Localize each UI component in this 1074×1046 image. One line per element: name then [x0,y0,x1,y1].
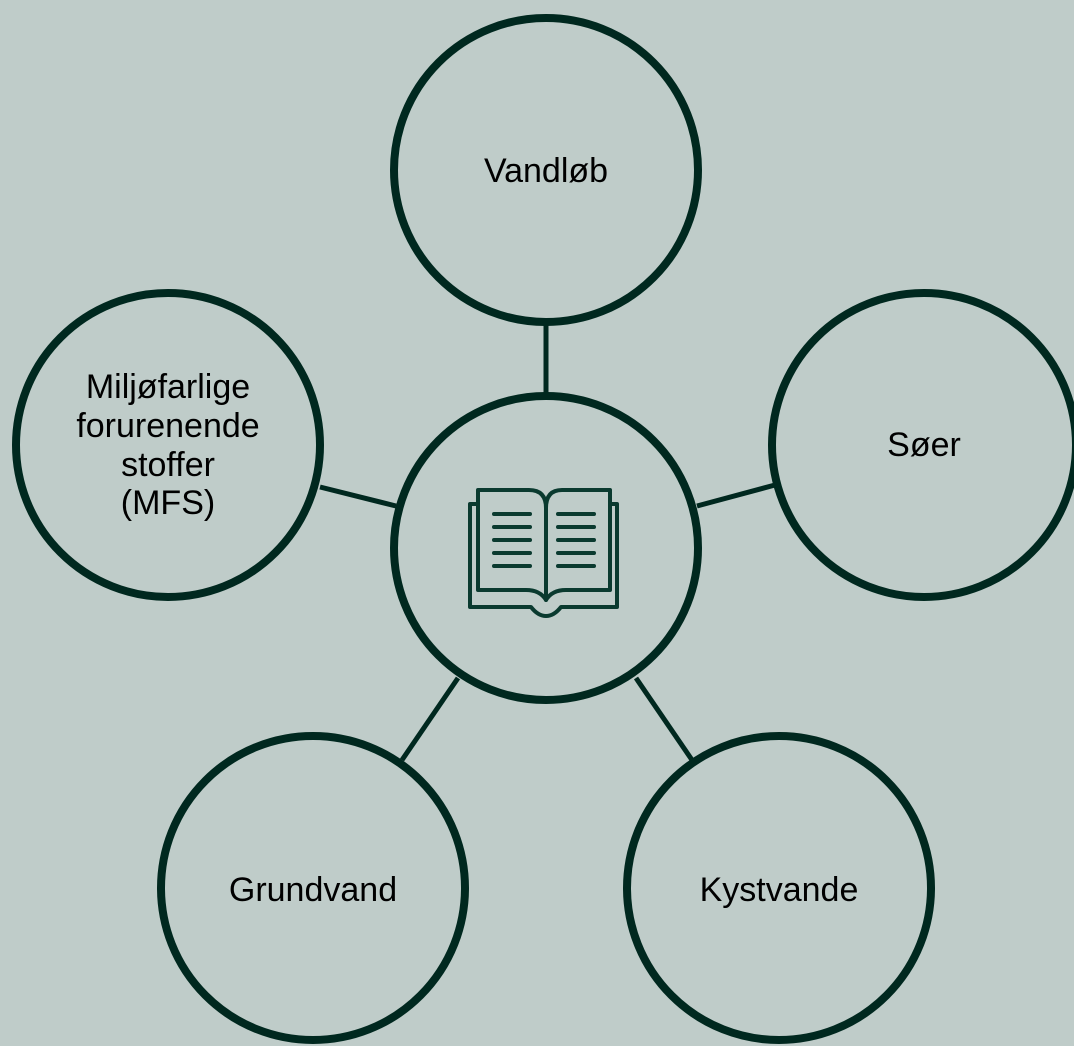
label-mfs-line-1: Miljøfarlige [86,368,250,406]
label-vandlob: Vandløb [484,152,608,190]
connector-bottom-left [399,676,461,762]
connector-bottom-right [633,676,695,762]
node-soer [768,289,1074,601]
label-mfs-line-3: stoffer [121,446,215,484]
label-mfs-line-4: (MFS) [121,484,215,522]
label-kystvande: Kystvande [700,871,859,909]
open-book-icon [468,488,619,618]
node-kystvande [623,732,935,1044]
node-vandlob [390,14,702,326]
node-mfs [12,289,324,601]
node-grundvand [157,732,469,1044]
label-mfs-line-2: forurenende [76,407,259,445]
label-grundvand: Grundvand [229,871,397,909]
connector-right [696,482,776,509]
connector-left [319,484,397,509]
label-soer: Søer [887,426,961,464]
